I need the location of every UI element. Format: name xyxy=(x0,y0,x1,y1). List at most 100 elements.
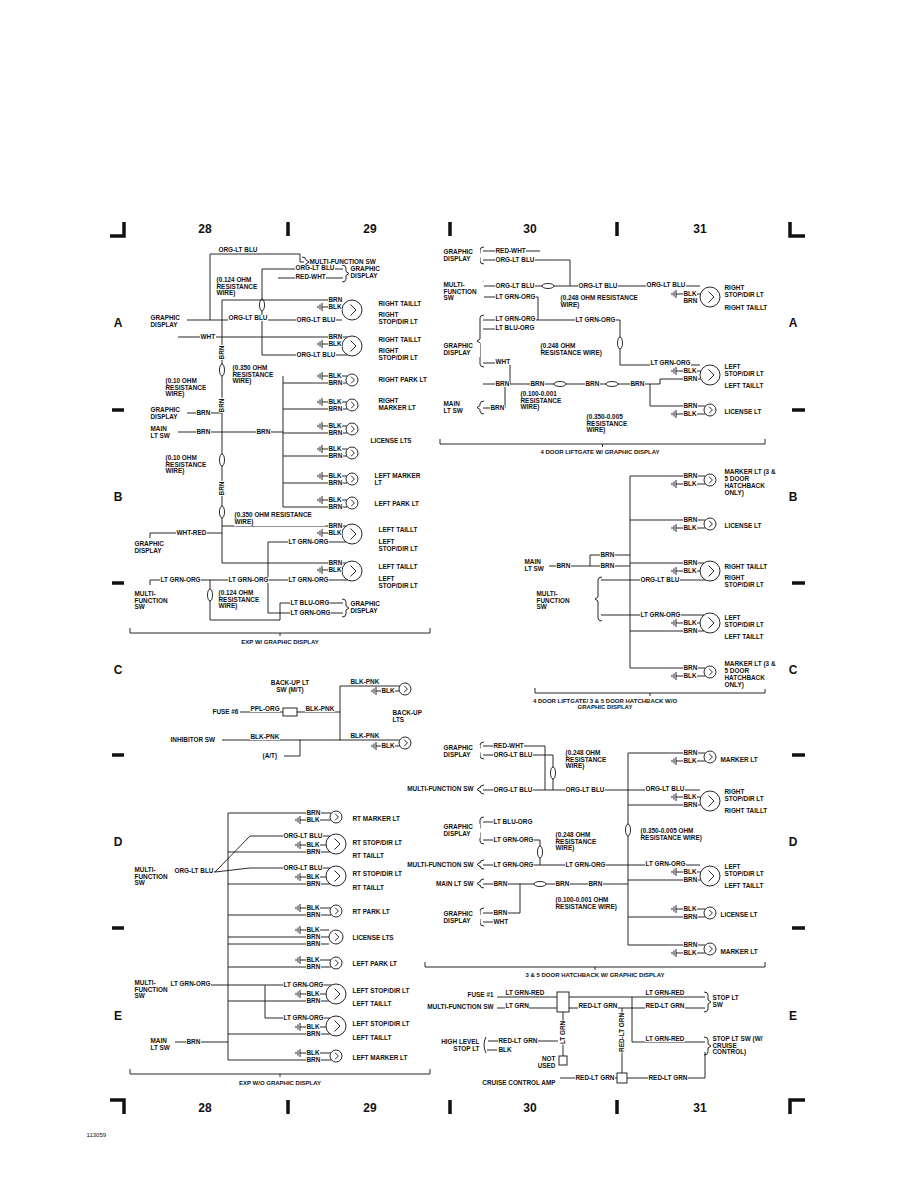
ground-symbol xyxy=(672,760,673,762)
wire-label: BLK xyxy=(328,446,342,453)
wire-label: RED-LT GRN xyxy=(619,1012,626,1052)
frame-mark xyxy=(790,1100,805,1114)
wire-label: LT GRN-ORG xyxy=(170,981,211,988)
ground-symbol xyxy=(296,1026,297,1028)
ground-symbol xyxy=(320,341,321,346)
wire-label: (0.100-0.001 RESISTANCE WIRE) xyxy=(520,391,571,412)
grid-reference: 29 xyxy=(363,1102,377,1115)
wire-label: BRN xyxy=(306,1057,321,1064)
wire-label: LEFT TAILLT xyxy=(724,634,764,641)
wire-label: (0.248 OHM RESISTANCE WIRE) xyxy=(565,750,614,771)
wire-label: BRN xyxy=(683,802,698,809)
lamp-symbol xyxy=(704,518,716,530)
resistance-wire xyxy=(220,454,225,466)
wire-label: ORG-LT BLU xyxy=(296,317,336,324)
wire-label: RIGHT STOP/DIR LT xyxy=(724,575,771,589)
wire-label: BRN xyxy=(683,914,698,921)
grid-reference: B xyxy=(113,491,123,504)
wire-label: BLK xyxy=(683,368,697,375)
wire-label: LICENSE LTS xyxy=(370,438,412,445)
wire-label: RT STOP/DIR LT xyxy=(352,840,402,847)
resistance-wire xyxy=(554,382,566,387)
wire-label: RIGHT TAILLT xyxy=(724,564,768,571)
wire-label: RIGHT TAILLT xyxy=(378,337,422,344)
ground-symbol xyxy=(374,688,375,693)
ground-symbol xyxy=(298,991,299,996)
lamp-symbol xyxy=(700,791,720,811)
ground-symbol xyxy=(320,567,321,572)
lamp-filament xyxy=(335,814,338,821)
wire xyxy=(628,753,629,945)
wire-label: ORG-LT BLU xyxy=(174,868,214,875)
connector-symbol xyxy=(559,1056,567,1065)
frame-mark xyxy=(112,753,124,757)
lamp-symbol xyxy=(704,474,716,486)
ground-symbol xyxy=(674,411,675,416)
lamp-symbol xyxy=(704,666,716,678)
wire-label: ORG-LT BLU xyxy=(495,283,535,290)
frame-mark xyxy=(792,926,805,930)
wire-label: GRAPHIC DISPLAY xyxy=(150,407,187,421)
wire-label: (0.350-0.005 RESISTANCE WIRE) xyxy=(586,414,637,435)
ground-symbol xyxy=(298,817,299,822)
wire-label: (0.124 OHM RESISTANCE WIRE) xyxy=(216,277,261,298)
lamp-symbol xyxy=(330,957,342,969)
lamp-symbol xyxy=(704,907,716,919)
lamp-symbol xyxy=(342,524,362,544)
lamp-filament xyxy=(335,839,341,850)
wire-label: LEFT STOP/DIR LT xyxy=(378,576,425,590)
wire-label: GRAPHIC DISPLAY xyxy=(443,824,480,838)
lamp-symbol xyxy=(329,930,343,944)
wire-label: BLK xyxy=(683,869,697,876)
wire-label: RT TAILLT xyxy=(352,853,384,860)
lamp-symbol xyxy=(346,497,358,509)
lamp-symbol xyxy=(346,473,358,485)
wire-label: BLK xyxy=(306,842,320,849)
panel-caption: 3 & 5 DOOR HATCHBACK W/ GRAPHIC DISPLAY xyxy=(525,972,665,978)
wire-label: BRN xyxy=(196,410,211,417)
ground-symbol xyxy=(296,959,297,961)
ground-symbol xyxy=(674,620,675,625)
ground-symbol xyxy=(318,375,319,377)
wire xyxy=(483,746,545,790)
ground-symbol xyxy=(672,413,673,415)
wire-label: RIGHT STOP/DIR LT xyxy=(724,285,771,299)
wire-label: BRN xyxy=(306,810,321,817)
wire-label: MARKER LT xyxy=(720,757,758,764)
wire-label: ORG-LT BLU xyxy=(495,257,535,264)
wire-label: WHT-RED xyxy=(176,530,207,537)
wire-label: BLK xyxy=(381,743,395,750)
wire-label: ORG-LT BLU xyxy=(295,265,335,272)
ground-symbol xyxy=(672,908,673,910)
wire-label: BRN xyxy=(306,941,321,948)
wire-label: BLK xyxy=(683,620,697,627)
ground-symbol xyxy=(298,1024,299,1029)
wire-label: MARKER LT (3 & 5 DOOR HATCHBACK ONLY) xyxy=(724,661,777,689)
wire-label: BLK xyxy=(683,481,697,488)
ground-symbol xyxy=(672,527,673,529)
lamp-filament xyxy=(709,292,715,303)
ground-symbol xyxy=(320,373,321,378)
wire-label: ORG-LT BLU xyxy=(645,786,685,793)
connector-bracket xyxy=(595,577,602,621)
ground-symbol xyxy=(318,425,319,427)
wire-label: (0.350-0.005 OHM RESISTANCE WIRE) xyxy=(640,828,709,842)
wire-label: LT GRN-RED xyxy=(505,990,545,997)
panel-caption: 4 DOOR LIFTGATE W/ GRAPHIC DISPLAY xyxy=(540,449,660,455)
wire-label: BLK xyxy=(306,874,320,881)
resistance-wire xyxy=(208,589,213,601)
wire-label: BLK xyxy=(328,304,342,311)
ground-symbol xyxy=(296,929,297,931)
lamp-symbol xyxy=(330,811,342,823)
wire-label: BLK xyxy=(683,568,697,575)
wire-label: GRAPHIC DISPLAY xyxy=(443,745,480,759)
lamp-filament xyxy=(351,426,354,433)
wire-label: ORG-LT BLU xyxy=(578,283,618,290)
lamp-symbol xyxy=(700,365,720,385)
wire xyxy=(210,580,343,620)
frame-mark xyxy=(615,1100,619,1114)
wire-label: LT GRN-ORG xyxy=(495,294,536,301)
lamp-symbol xyxy=(700,561,720,581)
wire-label: BLK xyxy=(498,1047,512,1054)
wire-label: BLK xyxy=(306,905,320,912)
